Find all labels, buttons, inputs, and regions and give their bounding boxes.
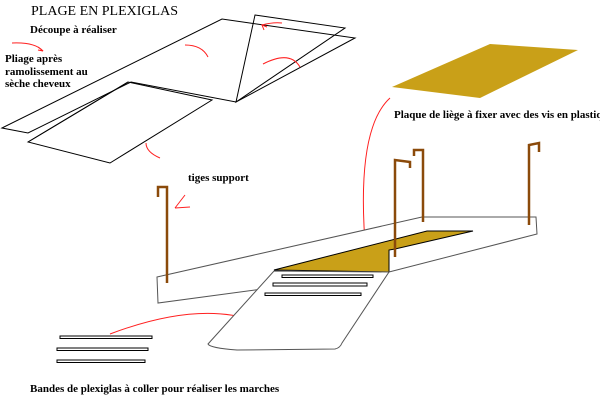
- support-rod: [412, 148, 425, 222]
- pattern-flap: [235, 14, 347, 104]
- cork-label: Plaque de liège à fixer avec des vis en …: [394, 109, 600, 121]
- fold-label-line-2: ramolissement au: [5, 66, 88, 78]
- fold-label-line-3: sèche cheveux: [5, 78, 71, 90]
- fold-label-line-1: Pliage après: [5, 53, 63, 65]
- step-strip: [264, 292, 362, 296]
- support-rods: [156, 141, 541, 283]
- beach-assembly: [56, 216, 538, 363]
- loose-strip: [59, 335, 153, 339]
- pattern-bottom-panel: [26, 81, 214, 164]
- beach-ramp: [207, 270, 390, 351]
- page-title: PLAGE EN PLEXIGLAS: [31, 4, 178, 19]
- cut-pattern: [0, 14, 357, 164]
- cut-label: Découpe à réaliser: [30, 24, 117, 36]
- strips-label: Bandes de plexiglas à coller pour réalis…: [30, 383, 280, 395]
- rods-label: tiges support: [188, 172, 249, 184]
- support-rod: [393, 158, 412, 257]
- loose-strip: [56, 359, 146, 363]
- support-rod: [156, 185, 169, 283]
- cork-plaque: [392, 44, 578, 98]
- loose-strip: [56, 347, 149, 351]
- step-strip: [281, 274, 374, 278]
- support-rod: [527, 141, 541, 225]
- step-strip: [272, 282, 368, 287]
- fold-arrows: [11, 22, 391, 335]
